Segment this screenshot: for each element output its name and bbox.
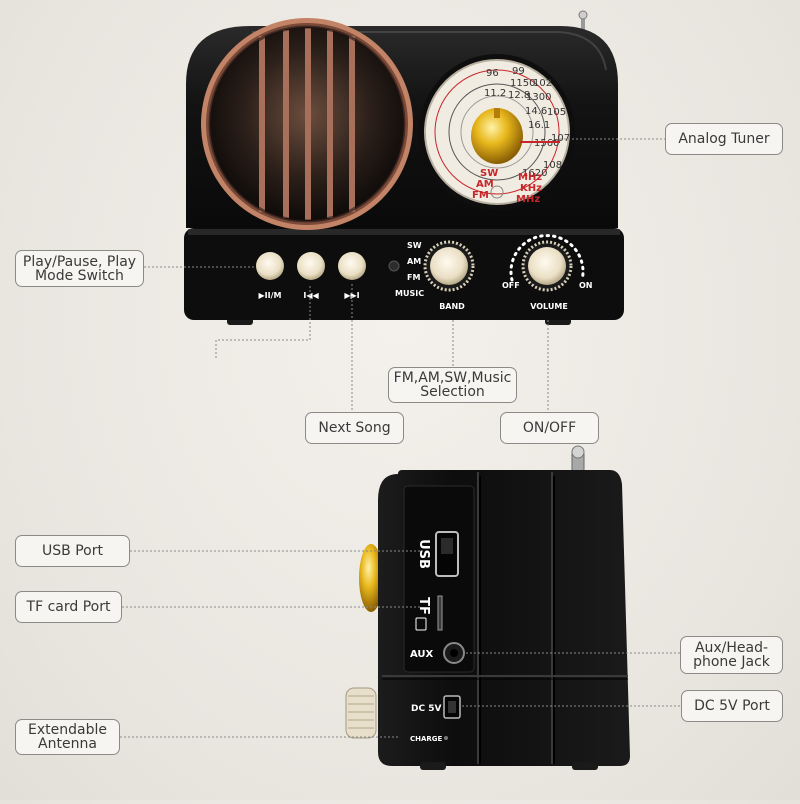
callout-text: Selection: [420, 384, 485, 400]
aux-label: AUX: [410, 649, 434, 660]
indicator-led: [388, 260, 400, 272]
volume-control: OFF ON VOLUME: [502, 234, 593, 311]
dc-port: DC 5V CHARGE: [410, 695, 461, 743]
dial-scale-text: 12.8: [508, 90, 530, 101]
side-tuner-knob: [359, 544, 383, 612]
callout-play-pause: Play/Pause, Play Mode Switch: [15, 250, 144, 287]
radio-lower-body: [184, 228, 624, 320]
band-music-label: MUSIC: [395, 289, 424, 298]
dial-band-label: AM: [476, 179, 494, 190]
dial-scale-text: 108: [543, 160, 562, 171]
callout-text: FM,AM,SW,Music: [393, 370, 512, 386]
aux-jack: AUX: [410, 642, 465, 664]
callout-aux-jack: Aux/Head- phone Jack: [680, 636, 783, 674]
dial-scale-text: 1620: [522, 168, 547, 179]
callout-text: DC 5V Port: [694, 698, 770, 714]
antenna-top: [578, 10, 588, 38]
dial-unit-label: MHz: [516, 194, 540, 205]
volume-knob[interactable]: [528, 247, 566, 285]
side-radio: USB TF AUX DC 5V CHARGE: [345, 445, 630, 770]
next-label: ▶▶I: [344, 291, 359, 300]
front-radio: 96 99 102 105 107 108 1150 1300 1560 162…: [184, 10, 624, 325]
callout-analog-tuner: Analog Tuner: [665, 123, 783, 155]
dial-scale-text: 1560: [534, 138, 559, 149]
callout-text: TF card Port: [26, 599, 111, 615]
callout-text: Play/Pause, Play: [22, 253, 137, 270]
next-button[interactable]: [338, 252, 366, 280]
previous-button[interactable]: [297, 252, 325, 280]
band-knob-label: BAND: [439, 302, 465, 311]
speaker-grille: [201, 18, 413, 230]
callout-text: USB Port: [42, 543, 103, 559]
callout-text: Extendable: [28, 722, 107, 738]
dial-scale-text: 16.1: [528, 120, 550, 131]
band-selector: SW AM FM MUSIC BAND: [395, 240, 475, 311]
volume-off-label: OFF: [502, 281, 520, 290]
previous-label: I◀◀: [303, 291, 319, 300]
dial-band-label: SW: [480, 168, 498, 179]
tf-label: TF: [416, 597, 431, 615]
charge-label: CHARGE: [410, 735, 443, 743]
callout-text: Analog Tuner: [678, 131, 770, 147]
band-fm-label: FM: [407, 273, 420, 282]
usb-port: USB: [416, 531, 459, 577]
dial-scale-text: 11.2: [484, 88, 506, 99]
callout-text: Mode Switch: [35, 267, 124, 284]
play-pause-button[interactable]: [256, 252, 284, 280]
callout-tf-card-port: TF card Port: [15, 591, 122, 623]
usb-label: USB: [416, 539, 431, 569]
band-knob[interactable]: [430, 247, 468, 285]
callout-text: phone Jack: [693, 654, 770, 670]
band-sw-label: SW: [407, 241, 422, 250]
volume-on-label: ON: [579, 281, 593, 290]
dial-scale-text: 105: [547, 107, 566, 118]
callout-dc-port: DC 5V Port: [681, 690, 783, 722]
callout-text: Antenna: [38, 736, 97, 752]
callout-text: ON/OFF: [522, 420, 577, 436]
dial-band-label: FM: [472, 190, 489, 201]
dial-scale-text: 102: [533, 78, 552, 89]
dial-scale-text: 96: [486, 68, 499, 79]
dial-scale-text: 99: [512, 66, 525, 77]
band-am-label: AM: [407, 257, 421, 266]
front-buttons: ▶II/M I◀◀ ▶▶I: [256, 252, 400, 300]
dial-scale-text: 14.6: [525, 106, 547, 117]
dial-unit-label: KHz: [520, 183, 542, 194]
callout-text: Next Song: [318, 420, 391, 436]
play-pause-label: ▶II/M: [259, 291, 282, 300]
callout-antenna: Extendable Antenna: [15, 719, 120, 755]
callout-next-song: Next Song: [305, 412, 404, 444]
dial-unit-label: MHz: [518, 172, 542, 183]
dial-scale-text: 1300: [526, 92, 551, 103]
callout-usb-port: USB Port: [15, 535, 130, 567]
dc-label: DC 5V: [411, 704, 441, 714]
tf-card-slot: TF: [415, 595, 443, 631]
callout-text: Aux/Head-: [694, 640, 769, 656]
tuner-knob-cap: [471, 108, 523, 164]
dial-scale-text: 1150: [510, 78, 535, 89]
analog-tuner-dial: 96 99 102 105 107 108 1150 1300 1560 162…: [419, 54, 575, 210]
callout-band-selection: FM,AM,SW,Music Selection: [388, 367, 517, 403]
volume-knob-label: VOLUME: [530, 302, 568, 311]
callout-on-off: ON/OFF: [500, 412, 599, 444]
leader-lines: [120, 138, 681, 738]
charge-led: [444, 736, 448, 740]
side-volume-knob: [345, 687, 377, 739]
